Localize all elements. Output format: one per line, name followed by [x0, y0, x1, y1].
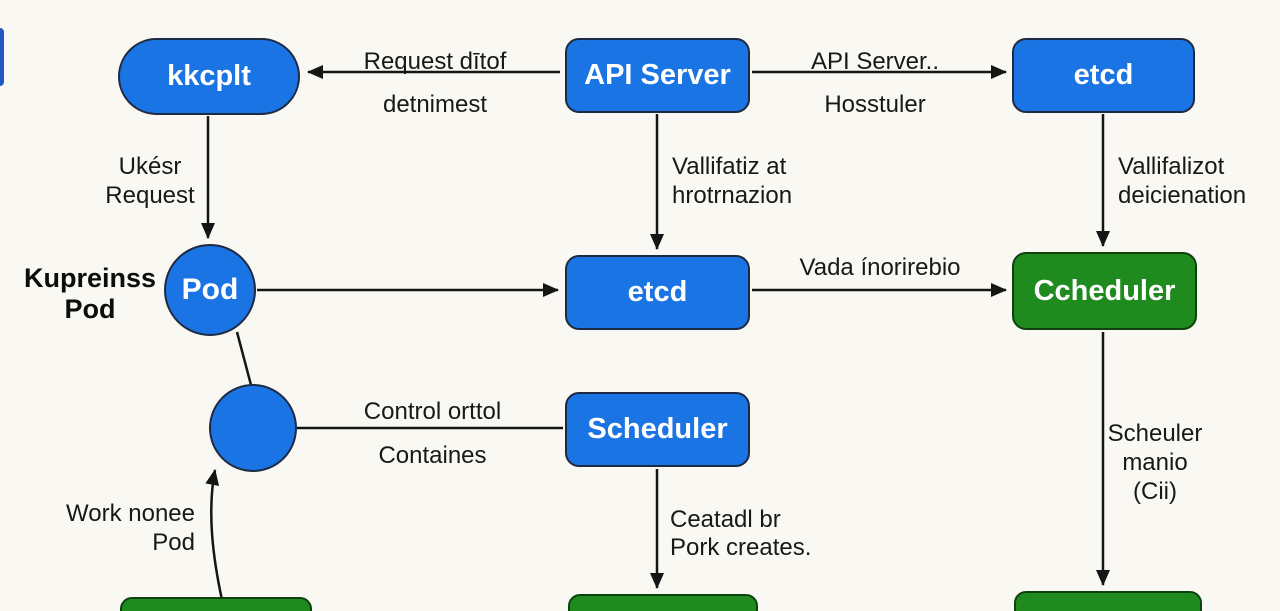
edge-label-validation-mid-line2: hrotrnazion	[672, 182, 793, 209]
edge-label-ceatadl: Ceatadl br Pork creates.	[670, 506, 811, 562]
edge-label-control-line2: Containes	[378, 442, 487, 469]
node-ccheduler-label: Ccheduler	[1033, 274, 1176, 307]
edge-label-api-to-etcd: API Server.. Hosstuler	[775, 40, 975, 126]
node-worker-circle	[209, 384, 297, 472]
edge-label-scheuler-line1: Scheuler	[1107, 420, 1203, 447]
node-green-bottom-mid	[568, 594, 758, 611]
node-api-server: API Server	[565, 38, 750, 113]
edge-label-work-node-line1: Work nonee	[66, 500, 195, 527]
label-kupreinss-line2: Pod	[64, 294, 116, 324]
edge-label-control: Control orttol Containes	[335, 390, 530, 478]
edge-label-api-to-etcd-line2: Hosstuler	[824, 91, 926, 118]
edge-label-vada: Vada ínorirebio	[775, 254, 985, 282]
node-scheduler-label: Scheduler	[587, 413, 728, 445]
edge-label-validation-right: Vallifalizot deicienation	[1118, 152, 1246, 210]
edge-label-request-line2: detnimest	[382, 91, 488, 118]
edge-label-user-request-line1: Ukésr	[118, 153, 182, 180]
node-etcd-top-label: etcd	[1073, 59, 1134, 91]
node-green-bottom-left	[120, 597, 312, 611]
edge-label-request-line1: Request dītof	[363, 48, 507, 75]
node-etcd-mid: etcd	[565, 255, 750, 330]
node-pod-label: Pod	[181, 273, 239, 306]
edge-label-ceatadl-line1: Ceatadl br	[670, 506, 781, 533]
node-scheduler: Scheduler	[565, 392, 750, 467]
edge-label-work-node: Work nonee Pod	[25, 499, 195, 557]
node-kkcplt: kkcplt	[118, 38, 300, 115]
edge-label-request: Request dītof detnimest	[335, 40, 535, 126]
edge-label-validation-mid-line1: Vallifatiz at	[672, 153, 787, 180]
left-edge-artifact	[0, 28, 4, 86]
node-pod-circle: Pod	[164, 244, 256, 336]
node-api-server-label: API Server	[584, 59, 731, 91]
label-kupreinss-pod: Kupreinss Pod	[15, 263, 165, 325]
edge-label-user-request: Ukésr Request	[55, 152, 245, 210]
edge-label-control-line1: Control orttol	[363, 398, 502, 425]
node-etcd-top: etcd	[1012, 38, 1195, 113]
edge-label-user-request-line2: Request	[105, 182, 195, 209]
node-green-bottom-right	[1014, 591, 1202, 611]
edge-label-validation-right-line1: Vallifalizot	[1118, 153, 1225, 180]
node-ccheduler: Ccheduler	[1012, 252, 1197, 330]
edge-label-scheuler: Scheuler manio (Cii)	[1100, 419, 1210, 506]
edge-label-validation-right-line2: deicienation	[1118, 182, 1247, 209]
edge-label-ceatadl-line2: Pork creates.	[670, 534, 812, 561]
edge-label-scheuler-line3: (Cii)	[1133, 478, 1177, 505]
node-etcd-mid-label: etcd	[627, 276, 688, 308]
edge-green-left-to-circle	[205, 469, 224, 601]
edge-label-scheuler-line2: manio	[1122, 449, 1188, 476]
label-kupreinss-line1: Kupreinss	[23, 263, 157, 293]
node-kkcplt-label: kkcplt	[167, 60, 251, 92]
edge-label-vada-text: Vada ínorirebio	[799, 254, 961, 281]
edge-label-api-to-etcd-line1: API Server..	[810, 48, 940, 75]
edge-pod-to-circle	[235, 331, 253, 386]
edge-label-validation-mid: Vallifatiz at hrotrnazion	[672, 152, 792, 210]
edge-label-work-node-line2: Pod	[152, 529, 195, 556]
